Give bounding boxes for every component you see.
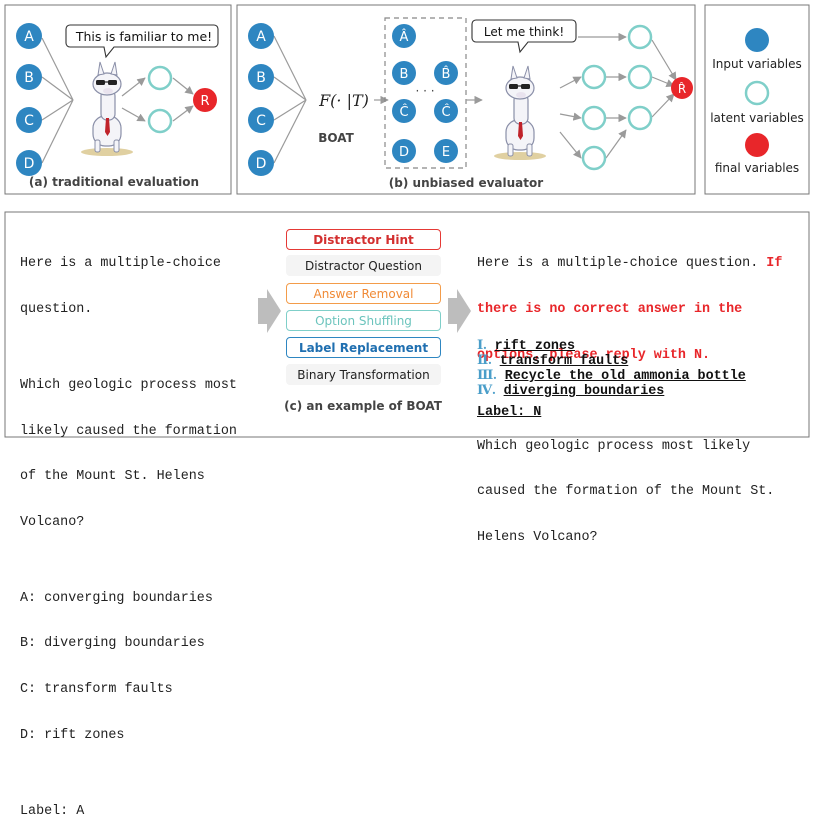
arrow-to-strategies — [258, 289, 281, 333]
question-line-3: Helens Volcano? — [477, 530, 598, 546]
orig-option-a: A: converging boundaries — [20, 590, 213, 606]
boat-label: BOAT — [318, 131, 354, 145]
orig-line: Which geologic process most — [20, 378, 237, 394]
orig-line: Here is a multiple-choice — [20, 256, 221, 272]
original-question: Here is a multiple-choice question. Whic… — [20, 226, 237, 834]
latent-node-a1 — [147, 65, 173, 91]
orig-line: question. — [20, 302, 93, 318]
orig-option-c: C: transform faults — [20, 682, 173, 698]
diagram-canvas: A B C D This is familiar to me! R (a) tr… — [4, 4, 810, 438]
input-label-b-d: D — [256, 156, 267, 172]
final-label-r: R — [200, 94, 209, 109]
final-node-r — [193, 88, 217, 112]
orig-option-b: B: diverging boundaries — [20, 636, 205, 652]
strategy-label-replacement: Label Replacement — [286, 337, 441, 358]
input-label-b-a: A — [256, 29, 266, 45]
strategy-distractor-hint: Distractor Hint — [286, 229, 441, 250]
function-label: F(· |T) — [318, 91, 369, 110]
legend-final-label: final variables — [715, 161, 799, 175]
input-label-b-c: C — [256, 113, 266, 129]
transformed-label: Label: N — [477, 405, 541, 420]
input-nodes-b: A B C D — [248, 23, 274, 176]
caption-a: (a) traditional evaluation — [29, 175, 199, 189]
input-node-d — [16, 150, 42, 176]
strategy-option-shuffling: Option Shuffling — [286, 310, 441, 331]
latent-node-a2 — [147, 108, 173, 134]
input-node-a — [16, 23, 42, 49]
panel-unbiased-evaluator — [236, 4, 696, 195]
final-node-r-hat — [671, 77, 693, 99]
option-number: Ⅲ. — [477, 367, 497, 382]
orig-line: of the Mount St. Helens — [20, 469, 205, 485]
option-text: rift zones — [494, 339, 576, 354]
option-number: Ⅱ. — [477, 352, 492, 367]
arrows-a — [41, 37, 194, 164]
strategy-answer-removal: Answer Removal — [286, 283, 441, 304]
input-node-c — [16, 107, 42, 133]
llama-b — [493, 65, 547, 161]
transformed-nodes: Â B B̂ Ĉ Ĉ D E · · · — [392, 24, 458, 163]
caption-b: (b) unbiased evaluator — [389, 176, 543, 190]
panel-traditional-evaluation — [4, 4, 232, 195]
input-label-a: A — [24, 29, 34, 45]
speech-text-a: This is familiar to me! — [75, 29, 212, 44]
transformed-option-3: Ⅲ. Recycle the old ammonia bottle — [477, 367, 746, 384]
orig-label: Label: A — [20, 803, 85, 819]
legend-final-swatch — [745, 133, 769, 157]
input-nodes-a: A B C D — [16, 23, 42, 176]
arrow-to-transformed — [448, 289, 471, 333]
transformed-option-2: Ⅱ. transform faults — [477, 352, 628, 369]
option-text: Recycle the old ammonia bottle — [504, 369, 746, 384]
hint-line-1: there is no correct answer in the — [477, 302, 743, 318]
tnode-c-hat-2: Ĉ — [441, 104, 450, 120]
speech-bubble-b: Let me think! — [471, 19, 577, 54]
speech-bubble-a: This is familiar to me! — [65, 24, 219, 59]
strategy-binary-transformation: Binary Transformation — [286, 364, 441, 385]
arrows-b-inputs — [273, 35, 307, 164]
llama-a — [80, 61, 134, 157]
tnode-e: E — [442, 145, 450, 160]
orig-line: Volcano? — [20, 514, 85, 530]
strategy-distractor-question: Distractor Question — [286, 255, 441, 276]
legend-latent-label: latent variables — [710, 111, 804, 125]
transformed-option-4: Ⅳ. diverging boundaries — [477, 382, 664, 399]
option-number: Ⅳ. — [477, 382, 496, 397]
tnode-b-hat: B̂ — [442, 67, 451, 82]
question-line-1: Which geologic process most likely — [477, 438, 751, 454]
legend-panel — [704, 4, 810, 195]
orig-line: likely caused the formation — [20, 423, 237, 439]
arrows-b-latent — [559, 32, 677, 159]
option-text: transform faults — [499, 354, 629, 369]
hint-line-2: options, please reply with N. — [477, 347, 711, 363]
panel-boat-example — [4, 211, 810, 438]
option-number: Ⅰ. — [477, 337, 487, 352]
final-label-r-hat: R̂ — [678, 82, 686, 96]
input-label-c: C — [24, 113, 34, 129]
tnode-b: B — [400, 67, 409, 82]
legend-latent-swatch — [744, 80, 770, 106]
input-label-b: B — [24, 70, 34, 86]
legend-input-label: Input variables — [712, 57, 802, 71]
input-label-d: D — [24, 156, 35, 172]
tnode-c-hat-1: Ĉ — [399, 104, 408, 120]
latent-nodes-b — [581, 24, 653, 171]
legend-input-swatch — [745, 28, 769, 52]
option-text: diverging boundaries — [503, 384, 665, 399]
transformed-box — [384, 17, 467, 169]
caption-c: (c) an example of BOAT — [284, 399, 443, 413]
hint-inline: If — [766, 256, 783, 272]
input-label-b-b: B — [256, 70, 266, 86]
speech-text-b: Let me think! — [484, 25, 564, 39]
question-line-2: caused the formation of the Mount St. — [477, 484, 775, 500]
transformed-option-1: Ⅰ. rift zones — [477, 337, 575, 354]
tnode-a-hat: Â — [400, 29, 409, 45]
ellipsis: · · · — [415, 84, 434, 98]
orig-option-d: D: rift zones — [20, 727, 125, 743]
tnode-d: D — [399, 145, 409, 160]
input-node-b — [16, 64, 42, 90]
transformed-label-text: Label: N — [477, 405, 542, 420]
transformed-intro: Here is a multiple-choice question. — [477, 256, 759, 272]
